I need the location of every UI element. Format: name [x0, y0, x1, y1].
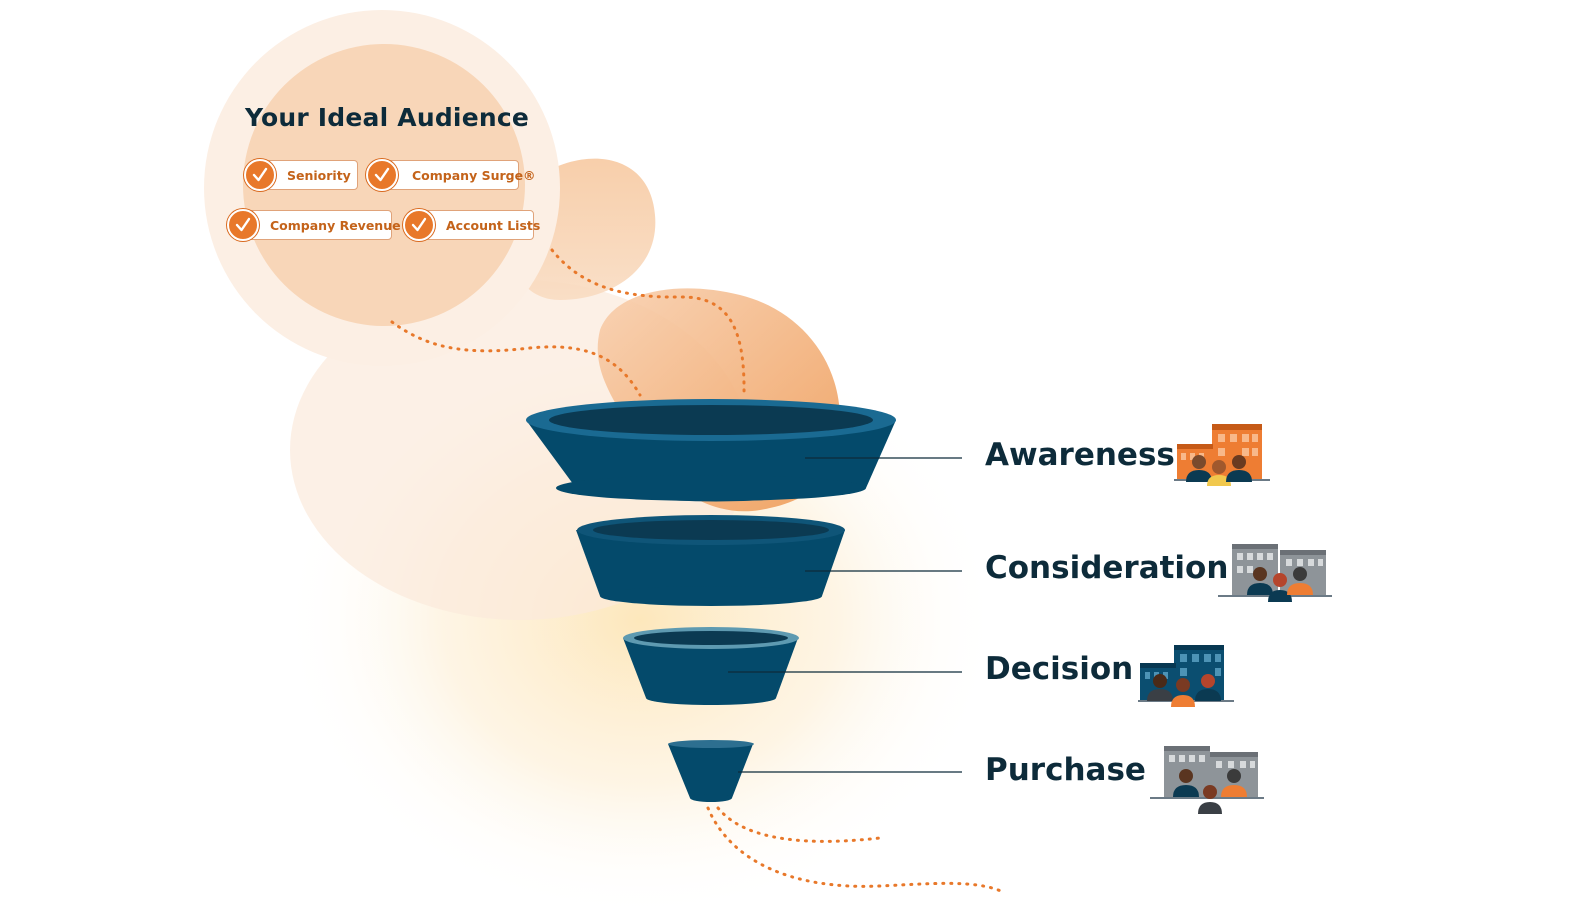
- people-office-gray-icon: [1150, 746, 1264, 814]
- stage-label-consideration: Consideration: [985, 550, 1229, 586]
- chip-text: Company Revenue: [270, 217, 401, 233]
- dotted-path-3: [716, 806, 882, 843]
- check-icon: [227, 209, 259, 241]
- funnel-tier-purchase: [668, 740, 754, 802]
- audience-title: Your Ideal Audience: [244, 103, 530, 132]
- funnel-tier-decision: [623, 627, 799, 705]
- people-office-orange-icon: [1174, 424, 1270, 486]
- chip-text: Account Lists: [446, 217, 541, 233]
- dotted-path-4: [706, 806, 1007, 895]
- chip-label-account-lists: Account Lists: [417, 210, 540, 240]
- funnel-tier-awareness: [526, 399, 896, 502]
- check-icon: [403, 209, 435, 241]
- stage-label-purchase: Purchase: [985, 752, 1146, 788]
- people-office-gray-icon: [1218, 544, 1332, 602]
- chip-text: Company Surge®: [412, 167, 536, 183]
- chip-label-company-revenue: Company Revenue: [241, 210, 401, 240]
- stage-label-awareness: Awareness: [985, 437, 1175, 473]
- people-office-navy-icon: [1138, 645, 1234, 707]
- chip-label-company-surge: Company Surge®: [383, 160, 536, 190]
- funnel-tier-consideration: [576, 515, 845, 606]
- chip-text: Seniority: [287, 167, 351, 183]
- dotted-path-1: [390, 320, 642, 397]
- check-icon: [244, 159, 276, 191]
- stage-label-decision: Decision: [985, 651, 1134, 687]
- check-icon: [366, 159, 398, 191]
- dotted-path-2: [550, 248, 746, 397]
